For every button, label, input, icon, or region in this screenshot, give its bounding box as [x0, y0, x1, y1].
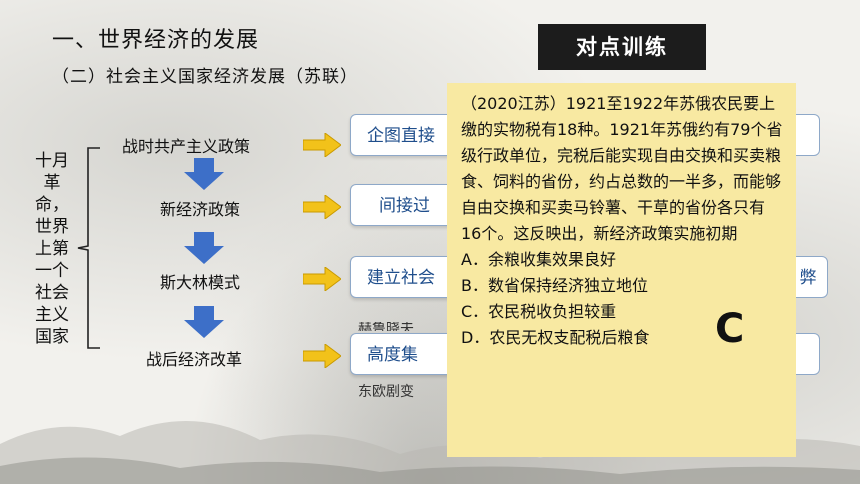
left-label-line: 十月 — [35, 151, 69, 171]
down-arrow-icon — [184, 306, 224, 338]
policy-label-stalin-model: 斯大林模式 — [160, 273, 241, 292]
left-label-line: 世界 — [35, 217, 69, 237]
answer-letter: C — [715, 306, 745, 352]
down-arrow-icon — [184, 158, 224, 190]
right-arrow-icon — [303, 267, 341, 291]
left-label-line: 主义 — [35, 305, 69, 325]
left-label-line: 革命， — [35, 173, 69, 215]
option-b[interactable]: B．数省保持经济独立地位 — [461, 276, 648, 295]
left-vertical-label: 十月 革命， 世界 上第 一个 社会 主义 国家 — [32, 150, 72, 348]
down-arrow-icon — [184, 232, 224, 264]
policy-label-nep: 新经济政策 — [160, 200, 241, 219]
left-label-line: 国家 — [35, 327, 69, 347]
peek-text-top: 赫鲁晓夫 — [358, 322, 414, 331]
practice-badge: 对点训练 — [538, 24, 706, 70]
section-title: 一、世界经济的发展 — [52, 28, 260, 53]
left-label-line: 上第 — [35, 239, 69, 259]
option-a[interactable]: A．余粮收集效果良好 — [461, 250, 616, 269]
left-label-line: 社会 — [35, 283, 69, 303]
right-arrow-icon — [303, 133, 341, 157]
question-stem: （2020江苏）1921至1922年苏俄农民要上缴的实物税有18种。1921年苏… — [461, 94, 783, 243]
policy-label-war-communism: 战时共产主义政策 — [122, 137, 251, 156]
mountain-silhouette — [0, 420, 860, 484]
peek-text-bottom: 东欧剧变 — [358, 384, 414, 400]
section-subtitle: （二）社会主义国家经济发展（苏联） — [52, 67, 358, 87]
brace-bracket — [77, 147, 100, 349]
right-arrow-icon — [303, 195, 341, 219]
question-panel: （2020江苏）1921至1922年苏俄农民要上缴的实物税有18种。1921年苏… — [447, 83, 796, 457]
left-label-line: 一个 — [35, 261, 69, 281]
policy-label-postwar-reform: 战后经济改革 — [146, 350, 243, 369]
option-d[interactable]: D．农民无权支配税后粮食 — [461, 328, 650, 347]
option-c[interactable]: C．农民税收负担较重 — [461, 302, 617, 321]
right-arrow-icon — [303, 344, 341, 368]
option-list: A．余粮收集效果良好 B．数省保持经济独立地位 C．农民税收负担较重 D．农民无… — [461, 247, 784, 351]
